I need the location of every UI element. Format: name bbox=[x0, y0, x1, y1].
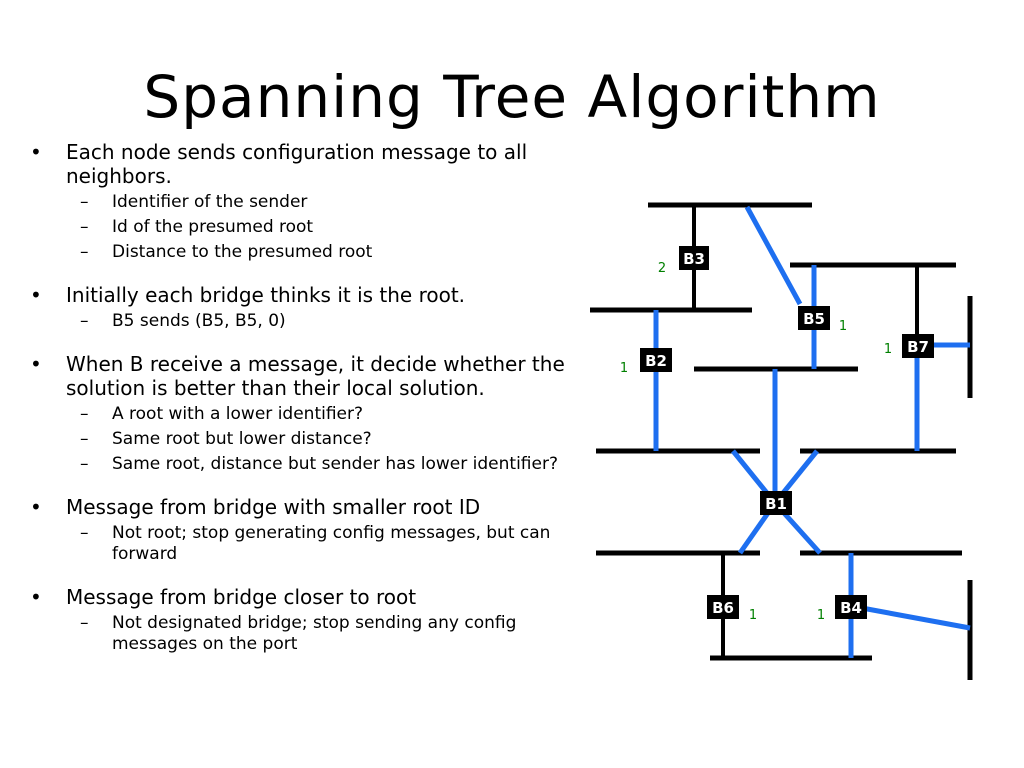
slide-title: Spanning Tree Algorithm bbox=[143, 63, 881, 131]
bullet-item: Initially each bridge thinks it is the r… bbox=[28, 283, 576, 307]
bridge-label: B5 bbox=[803, 310, 825, 328]
sub-bullet-item: Not root; stop generating config message… bbox=[28, 523, 576, 565]
bridge-b6: B6 1 bbox=[707, 595, 757, 623]
sub-bullet-item: Distance to the presumed root bbox=[28, 242, 576, 263]
bullet-item: Message from bridge closer to root bbox=[28, 585, 576, 609]
port-label: 1 bbox=[839, 319, 847, 334]
bridge-b1: B1 bbox=[760, 491, 792, 515]
bridge-label: B7 bbox=[907, 338, 929, 356]
bridge-label: B2 bbox=[645, 352, 667, 370]
bridge-label: B4 bbox=[840, 599, 862, 617]
bridge-label: B6 bbox=[712, 599, 734, 617]
port-label: 1 bbox=[749, 608, 757, 623]
sub-bullet-item: Same root but lower distance? bbox=[28, 429, 576, 450]
active-links bbox=[653, 205, 971, 658]
bullet-list: Each node sends configuration message to… bbox=[28, 140, 576, 655]
active-link bbox=[850, 603, 971, 631]
bridge-b2: B2 1 bbox=[620, 348, 672, 376]
bridge-b3: B3 2 bbox=[658, 246, 709, 276]
active-link bbox=[744, 205, 803, 306]
bridge-label: B1 bbox=[765, 495, 787, 513]
sub-bullet-item: A root with a lower identifier? bbox=[28, 404, 576, 425]
bullet-item: When B receive a message, it decide whet… bbox=[28, 352, 576, 400]
lan-segments bbox=[590, 202, 973, 680]
bullet-item: Message from bridge with smaller root ID bbox=[28, 495, 576, 519]
sub-bullet-item: B5 sends (B5, B5, 0) bbox=[28, 311, 576, 332]
sub-bullet-item: Id of the presumed root bbox=[28, 217, 576, 238]
bridge-b5: B5 1 bbox=[798, 306, 847, 334]
bridge-b7: B7 1 bbox=[884, 334, 934, 358]
bullet-item: Each node sends configuration message to… bbox=[28, 140, 576, 188]
port-label: 1 bbox=[817, 608, 825, 623]
bridge-label: B3 bbox=[683, 250, 705, 268]
bridge-b4: B4 1 bbox=[817, 595, 867, 623]
inactive-links bbox=[692, 205, 919, 658]
sub-bullet-item: Identifier of the sender bbox=[28, 192, 576, 213]
sub-bullet-item: Same root, distance but sender has lower… bbox=[28, 454, 576, 475]
port-label: 1 bbox=[884, 342, 892, 357]
sub-bullet-item: Not designated bridge; stop sending any … bbox=[28, 613, 576, 655]
port-label: 1 bbox=[620, 361, 628, 376]
port-label: 2 bbox=[658, 261, 666, 276]
